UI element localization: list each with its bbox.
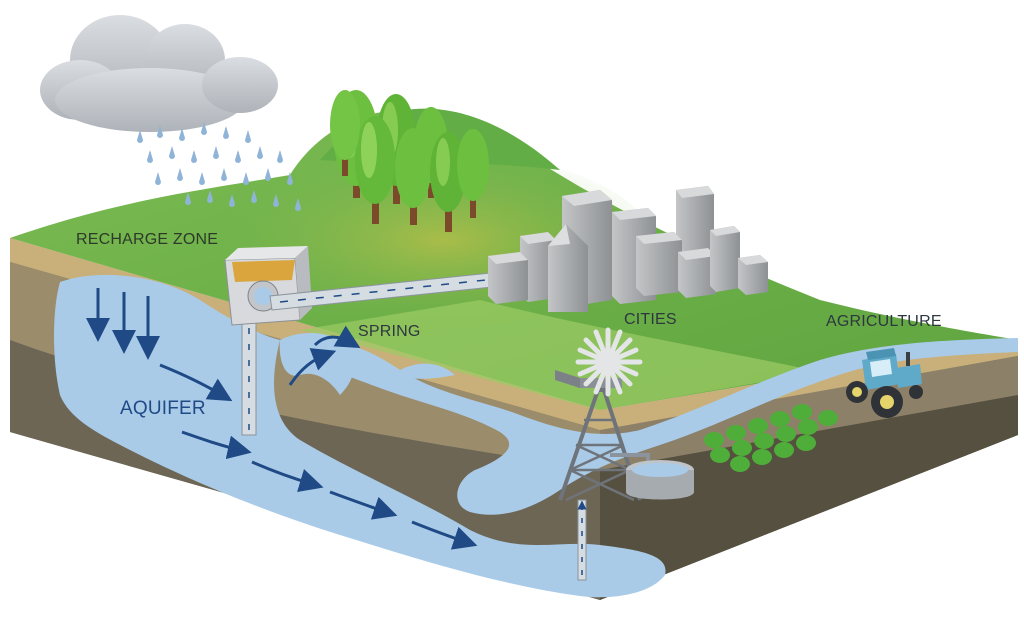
tank-icon (626, 460, 694, 500)
crop-icon (704, 404, 812, 448)
crops (704, 404, 838, 472)
label-spring: SPRING (358, 323, 421, 340)
building-icon (548, 224, 588, 312)
building-icon (710, 226, 740, 292)
rain-icon (137, 122, 301, 211)
tractor-icon (846, 348, 923, 418)
aquifer-layer (54, 274, 666, 598)
tree-icon (330, 90, 360, 176)
building-icon (636, 232, 682, 296)
windmill-rotor (575, 327, 643, 397)
river (310, 338, 1018, 515)
windmill-icon (555, 327, 650, 581)
building-icon (678, 248, 716, 298)
tree-icon (430, 132, 466, 232)
city (488, 186, 768, 312)
tree-icon (395, 128, 431, 225)
crop-icon (710, 419, 818, 463)
building-icon (738, 255, 768, 295)
cloud-icon (40, 15, 278, 132)
building-icon (488, 252, 528, 304)
label-recharge-zone: RECHARGE ZONE (76, 231, 219, 248)
tree-icon (457, 129, 489, 218)
label-agriculture: AGRICULTURE (826, 313, 942, 330)
label-cities: CITIES (624, 311, 677, 328)
label-aquifer: AQUIFER (120, 398, 206, 419)
forest (330, 90, 489, 232)
building-icon (520, 232, 556, 302)
crop-icon (730, 410, 838, 472)
tree-icon (355, 116, 395, 224)
